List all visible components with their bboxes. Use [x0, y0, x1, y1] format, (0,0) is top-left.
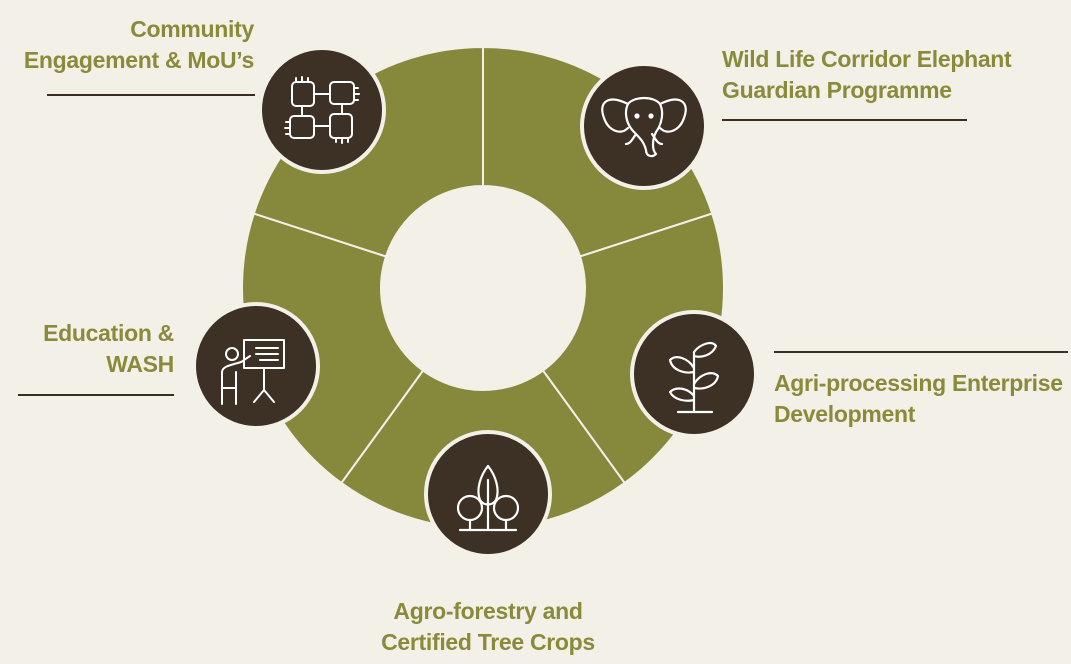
education-label: Education & WASH	[18, 318, 174, 380]
agri-icon-badge[interactable]	[630, 310, 758, 438]
wildlife-label: Wild Life Corridor Elephant Guardian Pro…	[722, 44, 1052, 106]
agroforestry-label-line-1: Agro-forestry and	[393, 598, 583, 624]
wildlife-icon-badge[interactable]	[580, 62, 708, 190]
plant-sprout-icon	[668, 342, 720, 414]
education-rule	[18, 394, 174, 396]
agri-label-line-2: Development	[774, 401, 916, 427]
community-label: Community Engagement & MoU’s	[18, 14, 254, 76]
education-label-line-2: WASH	[106, 351, 174, 377]
agri-label: Agri-processing Enterprise Development	[774, 368, 1070, 430]
wildlife-label-line-1: Wild Life Corridor Elephant	[722, 46, 1012, 72]
agri-rule	[774, 351, 1068, 353]
community-label-line-2: Engagement & MoU’s	[23, 47, 254, 73]
agroforestry-icon-badge[interactable]	[424, 430, 552, 558]
education-icon-badge[interactable]	[192, 302, 320, 430]
trees-icon	[456, 464, 520, 532]
agroforestry-label: Agro-forestry and Certified Tree Crops	[368, 596, 608, 658]
elephant-icon	[601, 96, 687, 158]
wildlife-label-line-2: Guardian Programme	[722, 77, 952, 103]
agri-label-line-1: Agri-processing Enterprise	[774, 370, 1063, 396]
center-hole	[381, 186, 585, 390]
community-label-line-1: Community	[130, 16, 254, 42]
teacher-presentation-icon	[221, 339, 285, 405]
community-icon-badge[interactable]	[258, 46, 386, 174]
wildlife-rule	[722, 119, 967, 121]
handshake-hands-icon	[284, 76, 360, 144]
community-rule	[47, 94, 255, 96]
agroforestry-label-line-2: Certified Tree Crops	[381, 629, 595, 655]
education-label-line-1: Education &	[43, 320, 174, 346]
